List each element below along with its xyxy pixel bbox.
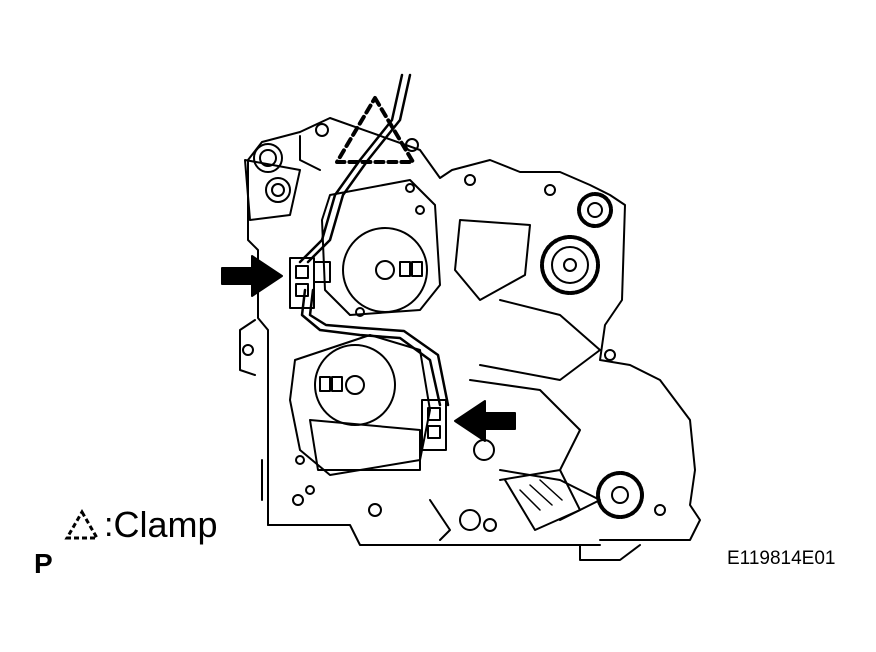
upper-connector [289, 257, 331, 309]
view-marker: P [34, 548, 53, 579]
screw-bosses [242, 123, 666, 516]
lower-connector [421, 399, 447, 451]
wire-harness [298, 73, 450, 407]
arrow-upper-connector [221, 255, 283, 297]
lower-actuator [289, 334, 431, 495]
legend-label: Clamp [113, 504, 218, 545]
clamp-triangle-icon [335, 96, 415, 164]
right-gears [540, 192, 644, 519]
upper-actuator [321, 179, 441, 317]
legend-separator: : [104, 505, 114, 544]
clamp-legend: : Clamp [64, 504, 218, 545]
dashed-triangle-icon [64, 509, 100, 540]
arrow-lower-connector [454, 400, 516, 442]
figure-code: E119814E01 [727, 548, 836, 569]
upper-left-knob [244, 143, 301, 221]
